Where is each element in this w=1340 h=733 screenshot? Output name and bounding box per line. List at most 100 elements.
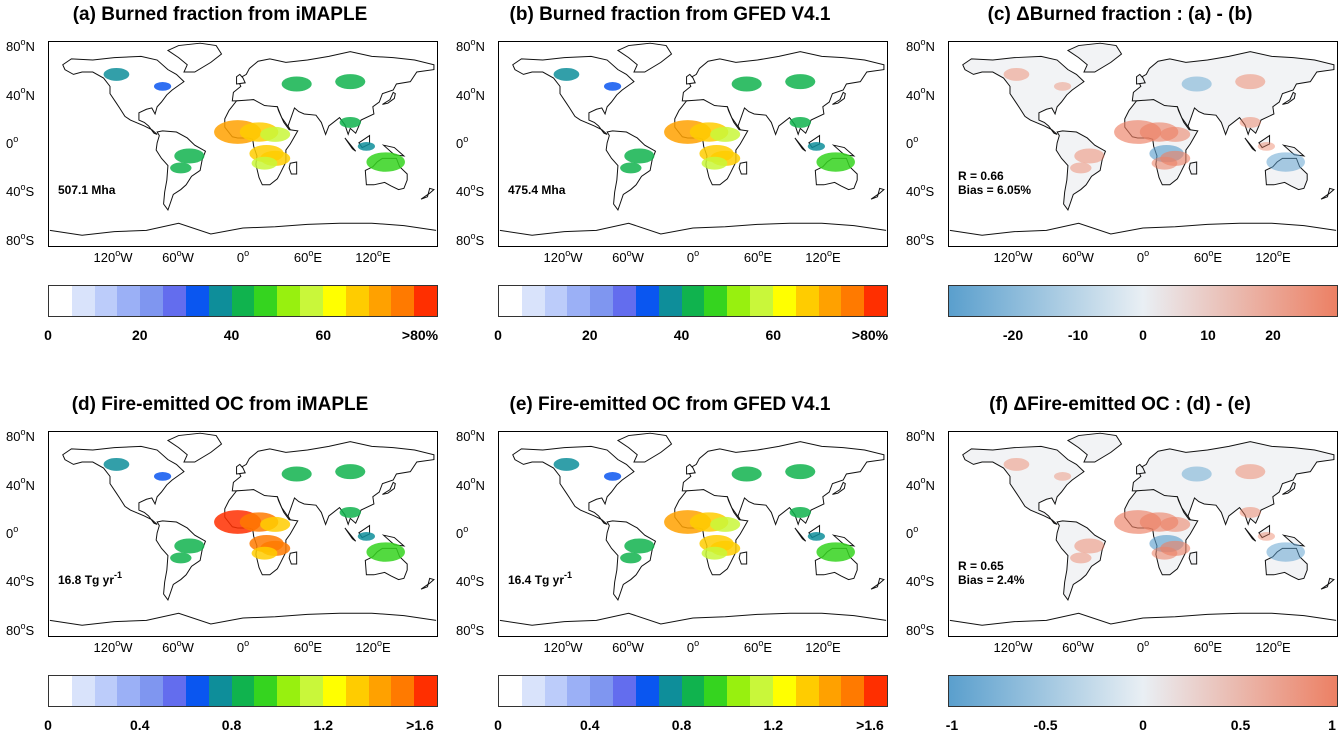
lon-label: 120oW bbox=[543, 247, 583, 265]
colorbar-segment bbox=[772, 676, 796, 706]
lon-label: 0o bbox=[236, 637, 250, 655]
colorbar-segment bbox=[277, 676, 301, 706]
antarctic-coastline bbox=[49, 612, 437, 626]
lon-label: 60oE bbox=[743, 637, 773, 655]
colorbar-segment bbox=[208, 286, 232, 316]
colorbar-tick-label: 0 bbox=[44, 327, 52, 343]
fire-hotspot bbox=[731, 466, 762, 482]
colorbar-segment bbox=[49, 286, 72, 316]
coastline bbox=[420, 187, 435, 200]
lat-label: 40oN bbox=[456, 85, 485, 103]
colorbar-segment bbox=[772, 286, 796, 316]
lon-label: 0o bbox=[686, 247, 700, 265]
fire-hotspot bbox=[603, 82, 622, 91]
fire-hotspot bbox=[710, 126, 741, 142]
fire-hotspot bbox=[785, 74, 816, 90]
world-map bbox=[498, 41, 888, 247]
lat-label: 80oS bbox=[6, 230, 35, 248]
antarctic-coastline bbox=[949, 222, 1337, 236]
lat-label: 80oS bbox=[456, 620, 485, 638]
colorbar-tick-label: >1.6 bbox=[856, 717, 884, 733]
colorbar-segment bbox=[71, 676, 95, 706]
coastline bbox=[62, 55, 185, 135]
lon-label: 60oW bbox=[1062, 247, 1094, 265]
coastline bbox=[1055, 520, 1107, 602]
colorbar-tick-label: 40 bbox=[223, 327, 240, 343]
fire-hotspot bbox=[807, 142, 826, 151]
fire-hotspot bbox=[103, 457, 130, 471]
world-map bbox=[48, 41, 438, 247]
fire-hotspot bbox=[1257, 142, 1276, 151]
lat-label: 80oN bbox=[456, 426, 485, 445]
coastline bbox=[962, 55, 1085, 135]
lat-label: 80oN bbox=[6, 426, 35, 445]
colorbar-tick-label: 60 bbox=[315, 327, 332, 343]
coastline bbox=[1066, 432, 1123, 463]
colorbar bbox=[948, 675, 1338, 707]
colorbar-tick-label: 1 bbox=[1328, 717, 1336, 733]
colorbar-segment bbox=[658, 286, 682, 316]
lon-label: 60oE bbox=[743, 247, 773, 265]
lon-label: 120oE bbox=[805, 637, 841, 655]
colorbar-segment bbox=[818, 286, 842, 316]
coastline bbox=[381, 534, 406, 547]
colorbar-segment bbox=[864, 286, 888, 316]
lat-label: 80oS bbox=[6, 620, 35, 638]
coastline bbox=[1281, 534, 1306, 547]
colorbar-segment bbox=[658, 676, 682, 706]
colorbar-segment bbox=[94, 676, 118, 706]
fire-hotspot bbox=[251, 546, 278, 560]
fire-hotspot bbox=[335, 464, 366, 480]
colorbar-segment bbox=[567, 676, 591, 706]
fire-hotspot bbox=[701, 546, 728, 560]
colorbar-segment bbox=[727, 286, 751, 316]
fire-hotspot bbox=[1160, 516, 1191, 532]
panel-annotation: 507.1 Mha bbox=[58, 183, 116, 197]
coastline bbox=[1281, 144, 1306, 157]
lat-label: 0o bbox=[456, 133, 469, 151]
coastline bbox=[344, 137, 357, 152]
colorbar-segment bbox=[300, 286, 323, 316]
fire-hotspot bbox=[603, 472, 622, 481]
colorbar-segment bbox=[71, 286, 95, 316]
fire-hotspot bbox=[335, 74, 366, 90]
colorbar-tick-label: 60 bbox=[765, 327, 782, 343]
colorbar-segment bbox=[345, 286, 369, 316]
fire-hotspot bbox=[620, 552, 642, 564]
lon-label: 120oW bbox=[993, 247, 1033, 265]
lon-label: 120oE bbox=[1255, 247, 1291, 265]
fire-hotspot bbox=[816, 152, 856, 172]
colorbar-segment bbox=[322, 286, 346, 316]
colorbar-segment bbox=[391, 676, 415, 706]
coastline bbox=[344, 527, 357, 542]
lat-label: 80oN bbox=[906, 426, 935, 445]
lon-label: 60oE bbox=[293, 247, 323, 265]
fire-hotspot bbox=[1239, 116, 1261, 128]
lon-label: 120oE bbox=[355, 637, 391, 655]
colorbar-segment bbox=[613, 286, 636, 316]
colorbar-segment bbox=[567, 286, 591, 316]
panel-annotation: 16.8 Tg yr-1 bbox=[58, 570, 123, 588]
colorbar bbox=[498, 285, 888, 317]
colorbar-tick-label: 0.8 bbox=[671, 717, 692, 733]
colorbar-segment bbox=[795, 676, 819, 706]
fire-hotspot bbox=[1235, 464, 1266, 480]
antarctic-coastline bbox=[499, 222, 887, 236]
panel-title: (c) ΔBurned fraction : (a) - (b) bbox=[987, 4, 1253, 25]
fire-hotspot bbox=[553, 457, 580, 471]
fire-hotspot bbox=[260, 126, 291, 142]
world-map bbox=[948, 41, 1338, 247]
fire-hotspot bbox=[281, 466, 312, 482]
fire-hotspot bbox=[1053, 82, 1072, 91]
coastline bbox=[1320, 187, 1335, 200]
coastline bbox=[616, 42, 673, 73]
coastline bbox=[288, 161, 298, 175]
fire-hotspot bbox=[1074, 148, 1105, 164]
fire-hotspot bbox=[620, 162, 642, 174]
lat-label: 40oN bbox=[906, 475, 935, 493]
coastline bbox=[1282, 91, 1296, 105]
